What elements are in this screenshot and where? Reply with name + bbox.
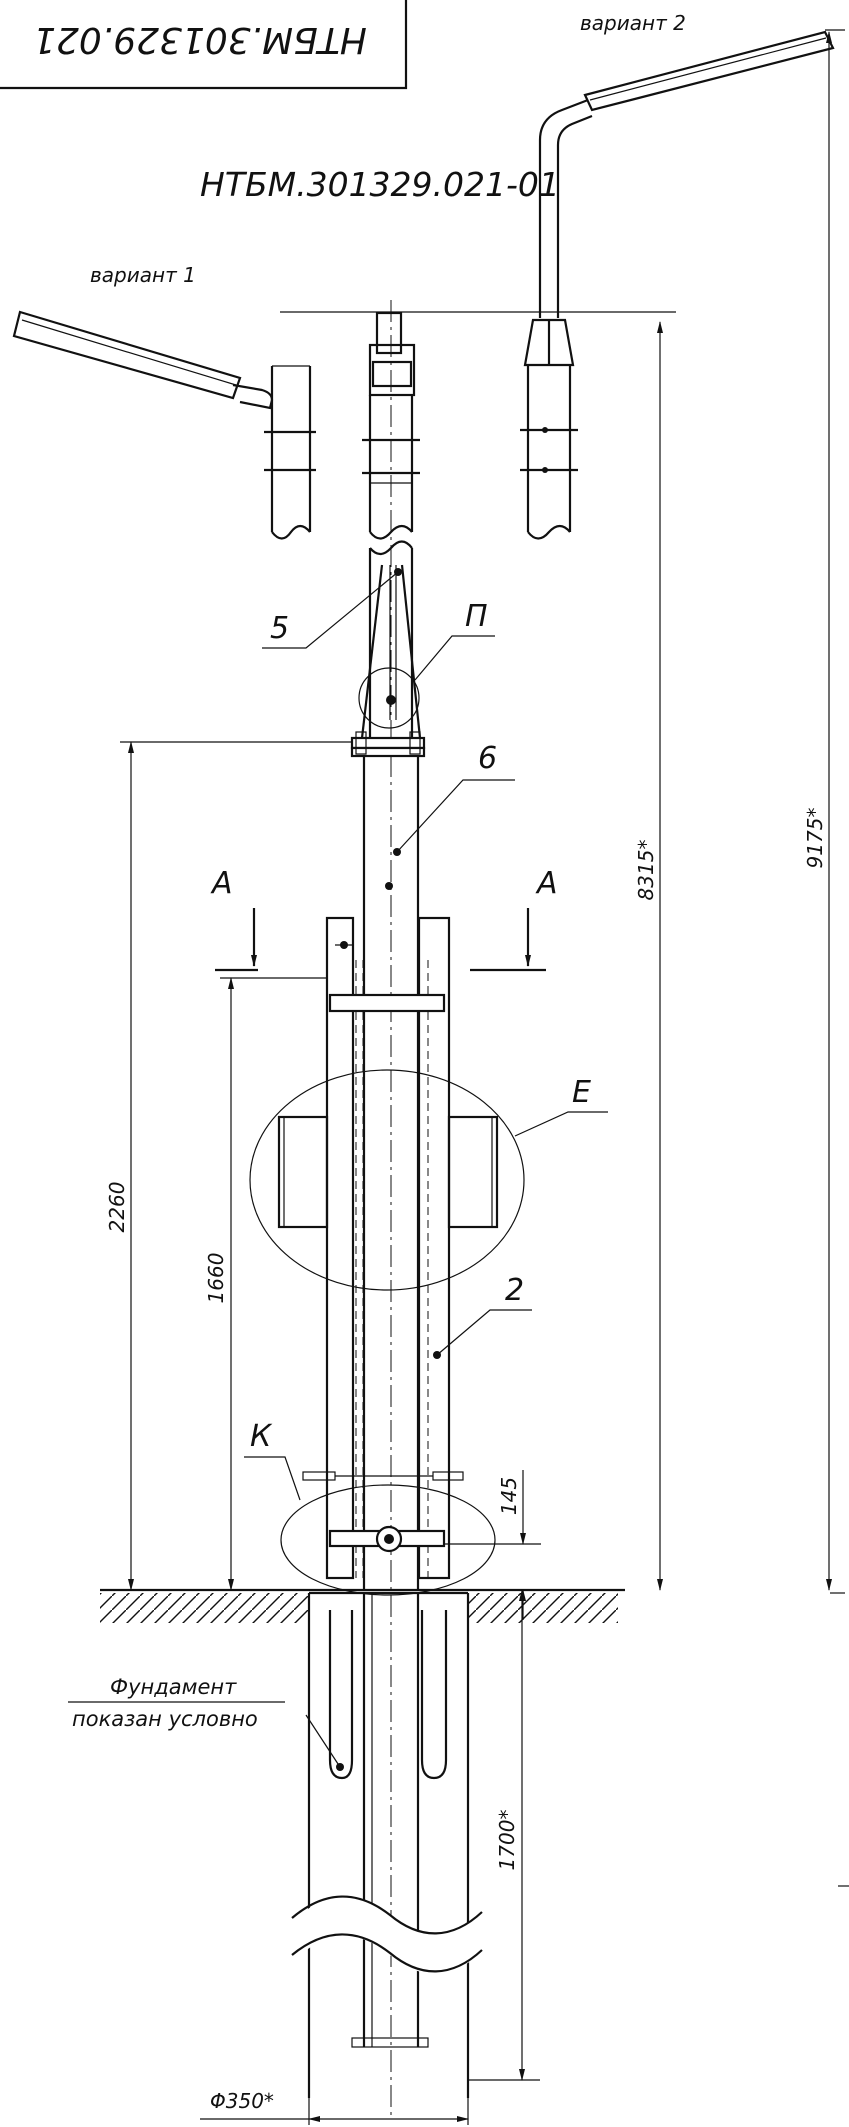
- callout-k: К: [244, 1419, 301, 1501]
- foundation-note-line1: Фундамент: [110, 1675, 237, 1699]
- callout-2-label: 2: [505, 1273, 524, 1308]
- callout-5: 5: [262, 571, 399, 649]
- callout-e: Е: [514, 1075, 608, 1137]
- variant-1-bracket: вариант 1: [12, 263, 316, 540]
- variant-2-label: вариант 2: [580, 11, 686, 35]
- callout-6-label: 6: [478, 741, 497, 776]
- callout-k-label: К: [250, 1419, 273, 1454]
- callout-e-label: Е: [572, 1075, 591, 1110]
- dimension-1660: 1660: [204, 977, 327, 1591]
- upper-pole: [350, 540, 426, 758]
- callout-2: 2: [436, 1273, 532, 1356]
- callout-p: П: [414, 599, 495, 681]
- dimension-145-label: 145: [497, 1477, 521, 1515]
- designation-alt: НТБМ.301329.021-01: [200, 165, 560, 204]
- callout-p-label: П: [465, 599, 488, 634]
- dimension-2260-label: 2260: [105, 1182, 129, 1233]
- dimension-9175-label: 9175*: [803, 808, 827, 869]
- ground-line: [100, 1588, 625, 1623]
- dimension-145: 145: [444, 1470, 541, 1620]
- section-a-right-label: А: [535, 866, 558, 901]
- foundation: [291, 1591, 483, 2098]
- section-a-left-label: А: [210, 866, 233, 901]
- dimension-1660-label: 1660: [204, 1253, 228, 1304]
- callout-6: 6: [396, 741, 515, 853]
- callout-5-label: 5: [270, 611, 289, 646]
- section-marker-a: А А: [210, 866, 558, 972]
- dimension-diameter-350: Φ350*: [200, 2089, 469, 2125]
- foundation-note: Фундамент показан условно: [68, 1675, 285, 1731]
- variant-1-label: вариант 1: [90, 263, 196, 287]
- designation-main: НТБМ.301329.021: [33, 19, 367, 60]
- variant-2-bracket: вариант 2: [520, 11, 835, 540]
- dimension-8315-label: 8315*: [634, 840, 658, 901]
- lower-pole: [249, 756, 525, 1596]
- dimension-1700-label: 1700*: [495, 1810, 519, 1871]
- dimension-2260: 2260: [105, 741, 352, 1591]
- dimension-8315: 8315*: [634, 321, 663, 1591]
- title-block: НТБМ.301329.021: [0, 0, 408, 90]
- foundation-note-line2: показан условно: [72, 1707, 258, 1731]
- dimension-350-label: Φ350*: [210, 2089, 274, 2113]
- dimension-9175: 9175*: [803, 29, 845, 1594]
- dimension-1700: 1700*: [468, 1589, 540, 2081]
